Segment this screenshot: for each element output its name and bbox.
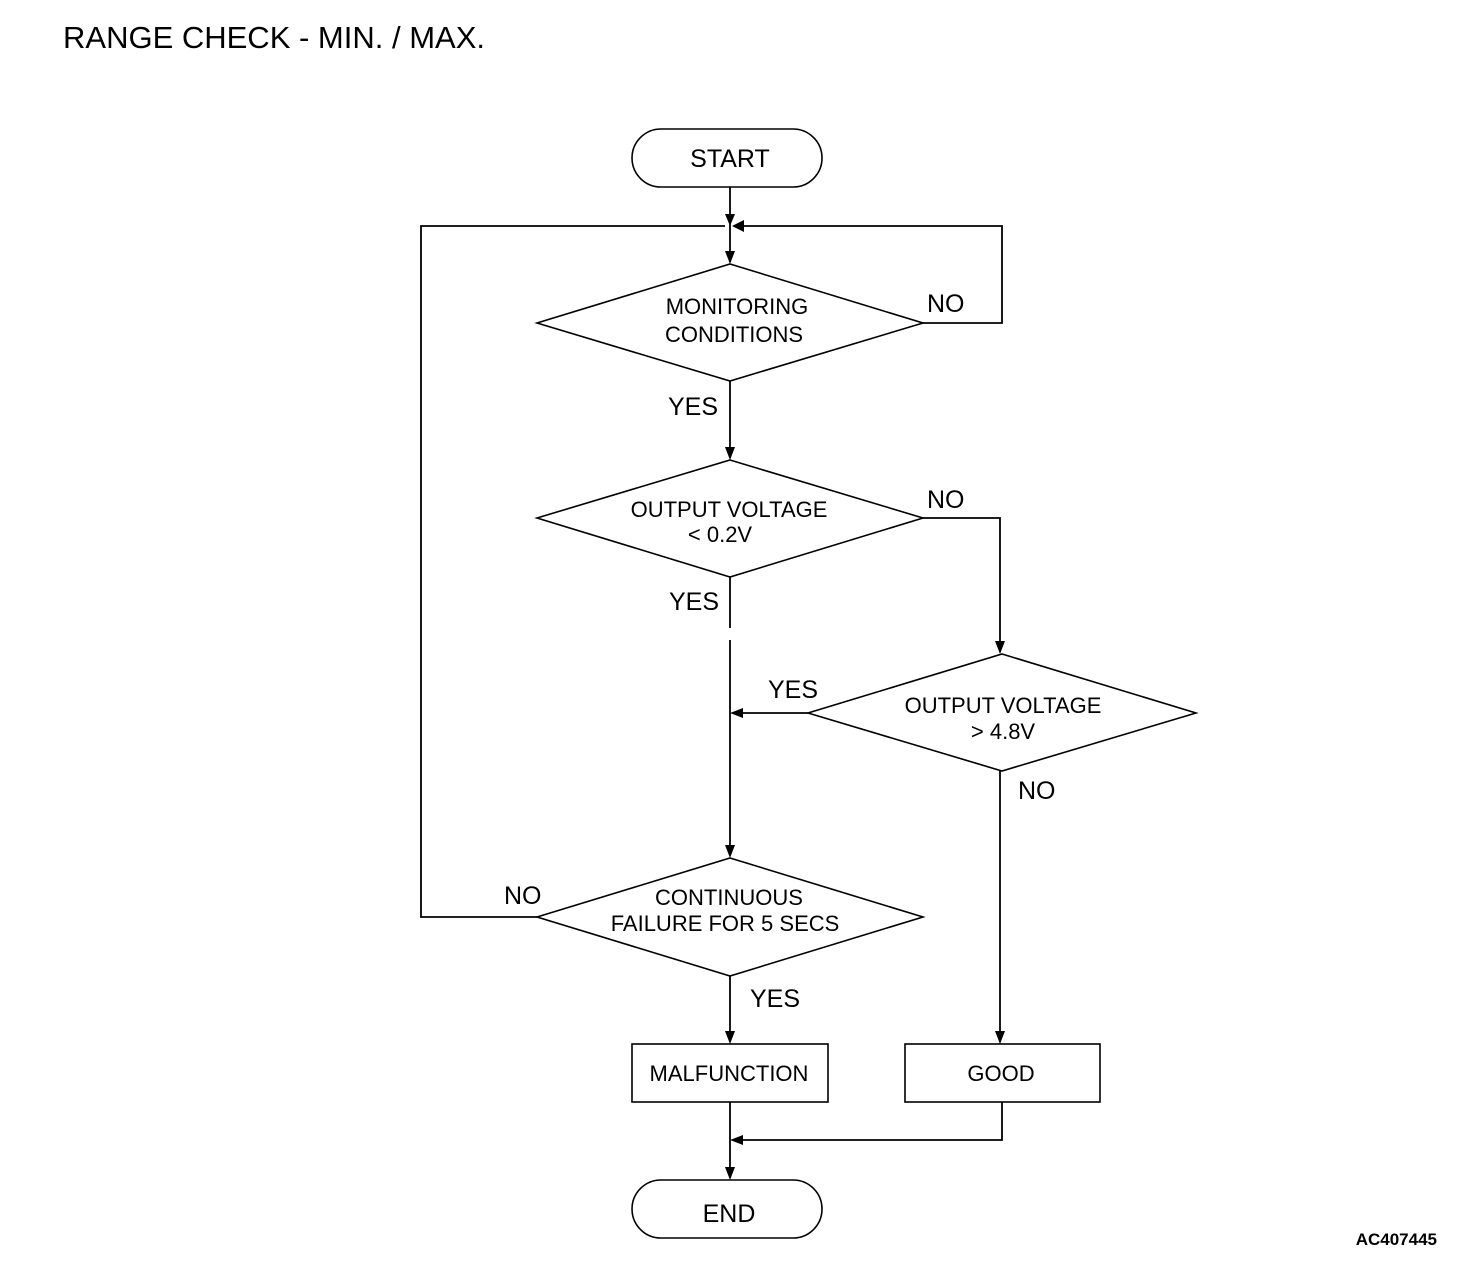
- start-label: START: [690, 145, 770, 173]
- continuous-label-line1: CONTINUOUS: [655, 885, 803, 910]
- connector-monitoring-no-loop: [735, 225, 1003, 324]
- arrowhead-into-continuous: [725, 845, 735, 858]
- edge-label-low-yes: YES: [669, 588, 719, 616]
- monitoring-conditions-decision: MONITORING CONDITIONS: [534, 263, 926, 382]
- good-label: GOOD: [967, 1061, 1034, 1086]
- edge-label-monitoring-no: NO: [927, 290, 965, 318]
- good-box: GOOD: [904, 1043, 1101, 1103]
- edge-label-continuous-yes: YES: [750, 985, 800, 1013]
- monitoring-label-line1: MONITORING: [666, 294, 809, 319]
- arrowhead-into-low-voltage: [725, 447, 735, 460]
- continuous-label-line2: FAILURE FOR 5 SECS: [611, 911, 840, 936]
- end-label: END: [703, 1200, 756, 1228]
- arrowhead-into-good: [995, 1031, 1005, 1044]
- high-voltage-decision: OUTPUT VOLTAGE > 4.8V: [805, 653, 1199, 772]
- edge-label-high-yes: YES: [768, 676, 818, 704]
- continuous-failure-decision: CONTINUOUS FAILURE FOR 5 SECS: [534, 857, 926, 977]
- arrowhead-into-end: [725, 1167, 735, 1180]
- arrowhead-into-high-voltage: [995, 641, 1005, 654]
- figure-code: AC407445: [1356, 1230, 1437, 1249]
- edge-label-continuous-no: NO: [504, 882, 542, 910]
- arrowhead-high-yes-into-trunk: [730, 708, 743, 718]
- edge-label-high-no: NO: [1018, 777, 1056, 805]
- edge-label-monitoring-yes: YES: [668, 393, 718, 421]
- monitoring-label-line2: CONDITIONS: [665, 322, 803, 347]
- arrowhead-into-monitoring: [725, 251, 735, 264]
- low-voltage-label-line2: < 0.2V: [688, 522, 753, 547]
- arrowhead-junction-from-right: [732, 220, 744, 232]
- connector-low-no: [923, 517, 1001, 652]
- low-voltage-decision: OUTPUT VOLTAGE < 0.2V: [534, 459, 926, 578]
- high-voltage-label-line1: OUTPUT VOLTAGE: [905, 693, 1102, 718]
- connector-continuous-no-loop: [420, 225, 725, 918]
- arrowhead-junction-down: [725, 214, 735, 226]
- malfunction-label: MALFUNCTION: [650, 1061, 809, 1086]
- high-voltage-label-line2: > 4.8V: [971, 719, 1036, 744]
- malfunction-box: MALFUNCTION: [631, 1043, 829, 1103]
- low-voltage-label-line1: OUTPUT VOLTAGE: [631, 497, 828, 522]
- diagram-title: RANGE CHECK - MIN. / MAX.: [63, 20, 485, 55]
- arrowhead-good-into-trunk: [730, 1135, 743, 1145]
- end-terminator: END: [631, 1179, 823, 1239]
- connector-good-to-end: [737, 1102, 1003, 1141]
- arrowhead-into-malfunction: [725, 1031, 735, 1044]
- start-terminator: START: [631, 128, 823, 188]
- edge-label-low-no: NO: [927, 486, 965, 514]
